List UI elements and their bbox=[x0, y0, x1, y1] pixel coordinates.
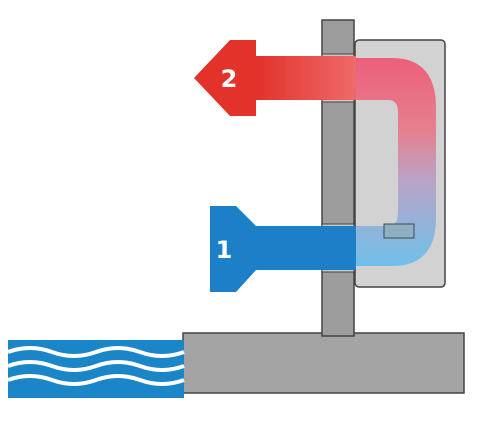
wave-line-1 bbox=[7, 346, 185, 358]
exhaust-arrow: 2 bbox=[194, 40, 356, 116]
heat-exchanger bbox=[383, 223, 415, 239]
intake-number-label: 1 bbox=[216, 236, 233, 264]
intake-arrow: 1 bbox=[210, 206, 356, 292]
exhaust-arrow-head bbox=[194, 40, 256, 116]
intake-arrow-tip bbox=[236, 206, 262, 292]
exhaust-arrow-shaft bbox=[256, 56, 356, 100]
exhaust-number-label: 2 bbox=[221, 65, 238, 93]
wave-line-2 bbox=[7, 360, 185, 372]
intake-arrow-shaft bbox=[256, 226, 356, 270]
foundation-slab bbox=[182, 332, 465, 394]
airflow-loop bbox=[350, 58, 436, 266]
water-icon bbox=[7, 340, 185, 398]
wave-line-3 bbox=[7, 374, 185, 386]
